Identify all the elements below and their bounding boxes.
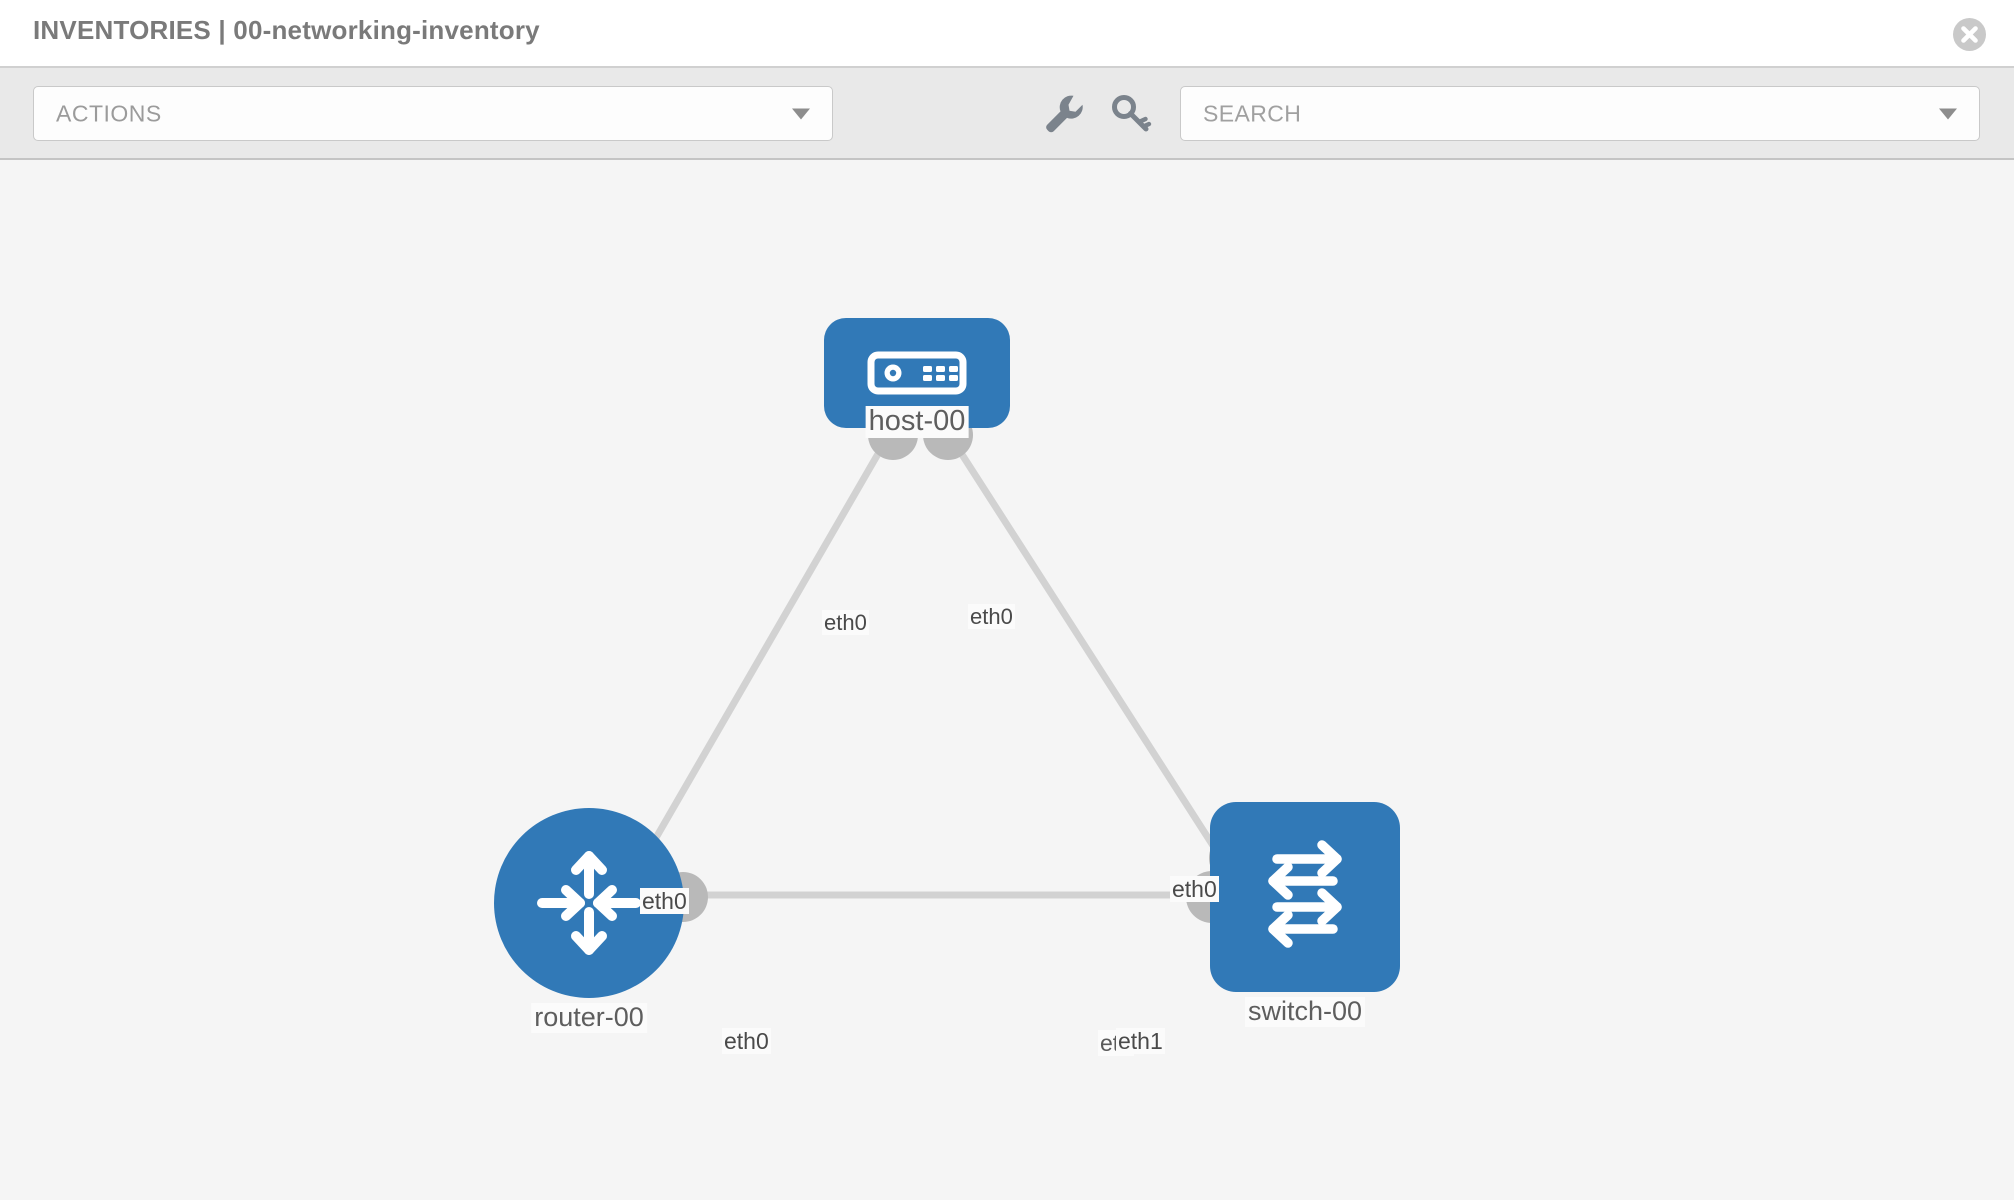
topology-node-host-00[interactable]: host-00 — [824, 318, 1010, 518]
switch-node-shape — [1210, 802, 1400, 992]
node-label-router-00: router-00 — [531, 1002, 647, 1033]
router-arrows-icon — [537, 851, 641, 955]
node-label-switch-00: switch-00 — [1244, 996, 1366, 1027]
link-host-switch — [942, 426, 1240, 885]
topology-node-switch-00[interactable]: switch-00 — [1210, 802, 1400, 1032]
search-input-placeholder: SEARCH — [1203, 100, 1302, 126]
switch-arrows-icon — [1268, 840, 1342, 948]
link-host-router — [616, 426, 897, 902]
edge-label-switch-eth0-up: eth0 — [1170, 876, 1219, 903]
page-title: INVENTORIES | 00-networking-inventory — [33, 15, 540, 45]
search-dropdown[interactable]: SEARCH — [1180, 86, 1980, 141]
chevron-down-icon — [1939, 108, 1957, 119]
edge-label-host-eth0-right: eth0 — [968, 604, 1015, 630]
topology-links-layer — [616, 410, 1261, 923]
toolbar: ACTIONS SEARCH — [0, 68, 2014, 160]
actions-dropdown[interactable]: ACTIONS — [33, 86, 833, 141]
topology-node-router-00[interactable]: router-00 — [494, 808, 684, 1038]
server-icon — [867, 351, 967, 395]
edge-label-host-eth0-left: eth0 — [822, 610, 869, 636]
edge-label-router-eth0-right: eth0 — [722, 1028, 771, 1055]
wrench-icon[interactable] — [1040, 90, 1086, 136]
chevron-down-icon — [792, 108, 810, 119]
key-icon[interactable] — [1108, 90, 1154, 136]
topology-canvas[interactable]: host-00 — [0, 160, 2014, 1200]
edge-label-switch-eth1-left: eth1 — [1116, 1028, 1165, 1055]
edge-label-router-eth0-up: eth0 — [640, 888, 689, 915]
close-icon[interactable] — [1953, 18, 1986, 51]
actions-dropdown-label: ACTIONS — [56, 100, 162, 126]
node-label-host-00: host-00 — [865, 405, 969, 438]
page-header: INVENTORIES | 00-networking-inventory — [0, 0, 2014, 68]
